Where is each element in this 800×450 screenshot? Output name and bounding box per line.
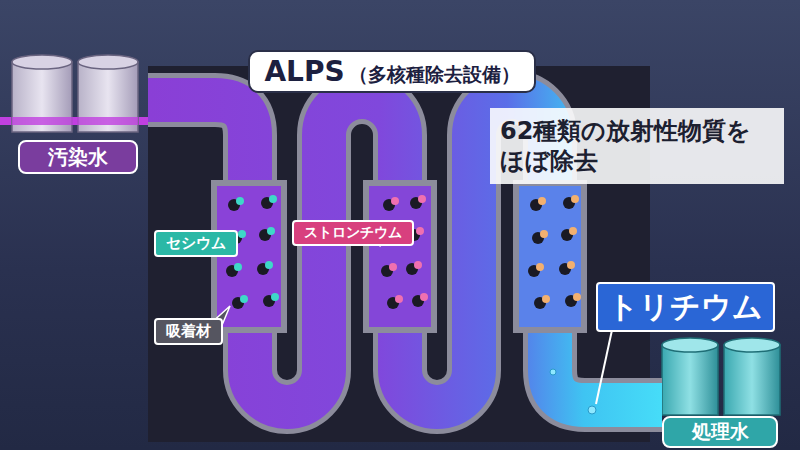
particles [226,195,581,309]
nuclide-ball [395,295,403,303]
nuclide-ball [540,230,548,238]
nuclide-ball [567,261,575,269]
source-label: 汚染水 [18,140,138,174]
callout-label: ストロンチウム [292,220,414,246]
tritium-box: トリチウム [596,282,775,332]
nuclide-ball [536,263,544,271]
note-box: 62種類の放射性物質を ほぼ除去 [490,108,784,184]
product-label: 処理水 [662,416,778,448]
node-text: ストロンチウム [304,224,402,242]
nuclide-ball [267,227,275,235]
nuclide-ball [569,227,577,235]
nuclide-ball [420,293,428,301]
node-text: 62種類の放射性物質を ほぼ除去 [500,116,774,176]
node-text: 汚染水 [48,145,108,170]
tritium-bubbles [550,369,596,414]
adsorption-vessels [214,183,584,330]
nuclide-ball [238,230,246,238]
callout-pointers [210,230,612,404]
contaminated-tanks [12,55,138,132]
nuclide-ball [389,263,397,271]
nuclide-ball [240,295,248,303]
nuclide-ball [416,227,424,235]
nuclide-ball [269,195,277,203]
nuclide-ball [571,195,579,203]
inlet-pipe [0,117,150,125]
node-text: トリチウム [608,288,763,326]
title-box: ALPS（多核種除去設備） [248,50,536,93]
callout-label: セシウム [154,230,238,257]
nuclide-ball [236,197,244,205]
nuclide-ball [265,261,273,269]
node-text: ALPS [264,54,344,89]
nuclide-ball [538,197,546,205]
node-text: セシウム [166,234,226,253]
nuclide-ball [414,261,422,269]
callout-label: 吸着材 [154,318,223,345]
nuclide-ball [391,197,399,205]
treated-tanks [662,338,780,415]
nuclide-ball [542,295,550,303]
node-text: 処理水 [692,420,749,444]
nuclide-ball [234,263,242,271]
nuclide-ball [418,195,426,203]
nuclide-ball [271,293,279,301]
node-text: 吸着材 [166,322,211,341]
nuclide-ball [573,293,581,301]
node-text: （多核種除去設備） [349,63,520,87]
